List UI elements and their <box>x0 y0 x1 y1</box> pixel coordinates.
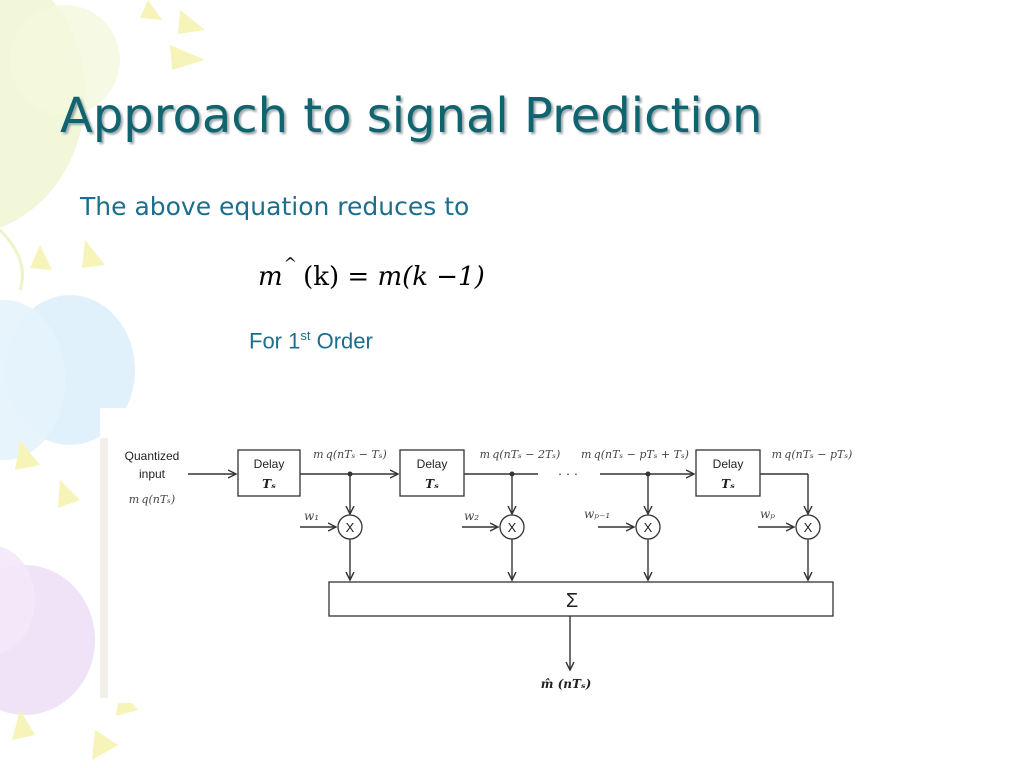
slide-title: Approach to signal Prediction <box>60 88 763 144</box>
order-label-superscript: st <box>300 328 311 343</box>
multiplier-p: X <box>795 514 821 540</box>
multiplier-symbol: X <box>346 520 355 535</box>
multiplier-symbol: X <box>508 520 517 535</box>
summation-block: Σ <box>328 581 834 617</box>
delay-block-1: Delay Tₛ <box>237 449 301 497</box>
multiplier-symbol: X <box>644 520 653 535</box>
delay-label: Delay <box>254 457 285 471</box>
equation-equals: = <box>347 262 370 292</box>
sum-symbol: Σ <box>566 590 578 612</box>
slide-subtitle: The above equation reduces to <box>80 192 470 221</box>
weight-label-1: w₁ <box>304 509 319 523</box>
input-label-line2: input <box>139 467 166 481</box>
equation-lhs-argument: (k) <box>303 262 340 292</box>
delay-value: Tₛ <box>425 477 439 491</box>
weight-label-3: wₚ₋₁ <box>584 507 610 521</box>
input-label-line1: Quantized <box>125 449 180 463</box>
equation-rhs: m(k −1) <box>377 262 485 292</box>
linear-predictor-block-diagram: Quantized input m q(nTₛ) Delay Tₛ Delay … <box>100 408 900 703</box>
delay-value: Tₛ <box>262 477 276 491</box>
multiplier-3: X <box>635 514 661 540</box>
equation-lhs-variable: m <box>258 262 283 292</box>
multiplier-symbol: X <box>804 520 813 535</box>
signal-label-3: m q(nTₛ − pTₛ + Tₛ) <box>581 448 689 461</box>
weight-label-4: wₚ <box>760 507 775 521</box>
output-signal-label: m̂ (nTₛ) <box>541 677 592 691</box>
multiplier-1: X <box>337 514 363 540</box>
signal-label-4: m q(nTₛ − pTₛ) <box>772 448 853 461</box>
delay-block-p: Delay Tₛ <box>695 449 761 497</box>
signal-label-2: m q(nTₛ − 2Tₛ) <box>480 448 561 461</box>
input-signal-label: m q(nTₛ) <box>129 493 175 506</box>
weight-label-2: w₂ <box>464 509 479 523</box>
delay-label: Delay <box>417 457 448 471</box>
delay-block-2: Delay Tₛ <box>399 449 465 497</box>
chain-ellipsis: · · · <box>558 466 578 481</box>
multiplier-2: X <box>499 514 525 540</box>
delay-label: Delay <box>713 457 744 471</box>
prediction-equation: m^ (k) = m(k −1) <box>258 254 485 292</box>
delay-value: Tₛ <box>721 477 735 491</box>
equation-hat: ^ <box>283 254 298 273</box>
order-label-prefix: For 1 <box>249 328 301 354</box>
order-label-suffix: Order <box>310 328 373 354</box>
signal-label-1: m q(nTₛ − Tₛ) <box>313 448 387 461</box>
order-label: For 1st Order <box>249 328 373 354</box>
